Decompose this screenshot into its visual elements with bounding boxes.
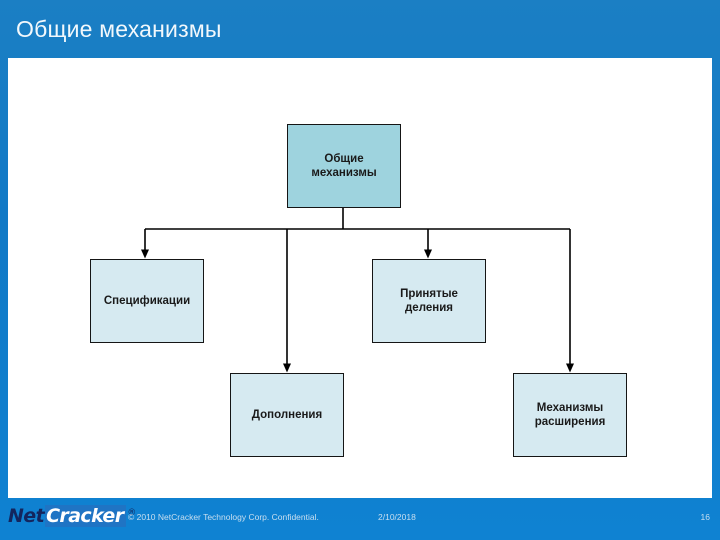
node-extensions[interactable]: Механизмы расширения xyxy=(513,373,627,457)
node-spec-label: Спецификации xyxy=(103,295,191,307)
node-root[interactable]: Общие механизмы xyxy=(287,124,401,208)
node-divisions-label: Принятые деления xyxy=(400,288,458,314)
node-divisions[interactable]: Принятые деления xyxy=(372,259,486,343)
registered-trademark-icon: ® xyxy=(128,507,136,517)
copyright-text: © 2010 NetCracker Technology Corp. Confi… xyxy=(128,512,319,522)
node-spec[interactable]: Спецификации xyxy=(90,259,204,343)
connector-layer xyxy=(141,208,574,373)
slide-header: Общие механизмы xyxy=(0,0,720,58)
logo-net-text: Net xyxy=(8,505,45,527)
node-additions[interactable]: Дополнения xyxy=(230,373,344,457)
logo-cracker-text: Cracker xyxy=(45,505,126,527)
page-title: Общие механизмы xyxy=(16,16,222,42)
node-extensions-label: Механизмы расширения xyxy=(534,402,606,428)
footer-date: 2/10/2018 xyxy=(378,512,416,522)
slide-content-area: Общие механизмы Спецификации Дополнения … xyxy=(8,58,712,498)
hierarchy-diagram: Общие механизмы Спецификации Дополнения … xyxy=(8,58,712,498)
page-number: 16 xyxy=(700,512,710,522)
node-additions-label: Дополнения xyxy=(251,409,323,421)
node-root-label: Общие механизмы xyxy=(311,153,377,179)
